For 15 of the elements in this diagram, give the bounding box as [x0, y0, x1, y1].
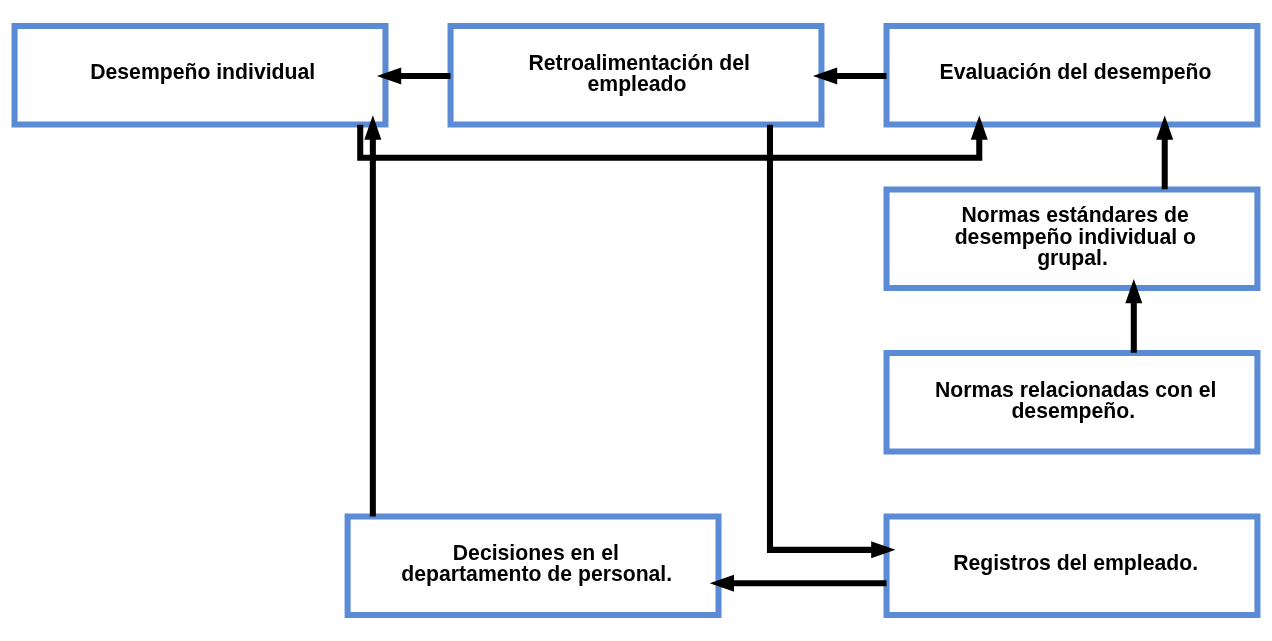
- node-box: Retroalimentación del empleado: [447, 23, 825, 128]
- node-box: Normas estándares de desempeño individual o grupal.: [883, 186, 1261, 291]
- arrow: [376, 67, 451, 85]
- arrow: [709, 574, 887, 592]
- node-box: Desempeño individual: [11, 23, 389, 128]
- arrow: [364, 115, 382, 517]
- arrow: [766, 124, 896, 559]
- node-box: Registros del empleado.: [883, 513, 1261, 618]
- node-box: Normas relacionadas con el desempeño.: [883, 350, 1261, 455]
- arrow: [812, 67, 887, 85]
- node-box: Evaluación del desempeño: [883, 23, 1261, 128]
- arrow: [1156, 115, 1174, 190]
- node-box: Decisiones en el departamento de personal.: [344, 513, 722, 618]
- arrow: [357, 115, 988, 161]
- arrow: [1125, 278, 1143, 353]
